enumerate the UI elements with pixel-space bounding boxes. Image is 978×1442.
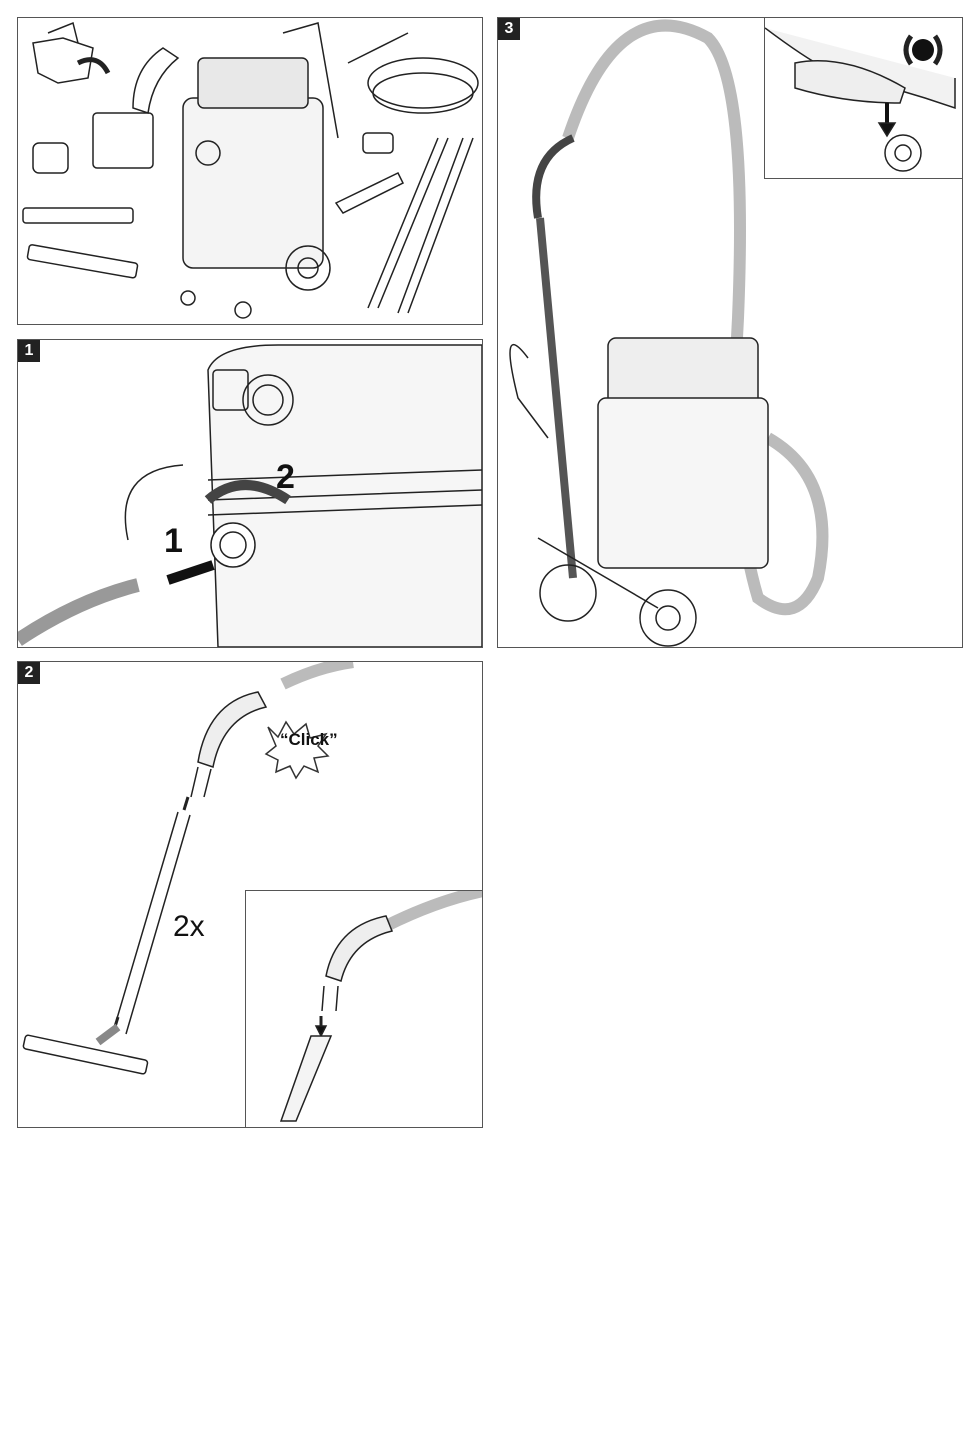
crevice-inset (245, 890, 482, 1127)
suction-tube (536, 217, 577, 579)
step3-panel: 3 (497, 17, 963, 648)
step-badge: 2 (18, 662, 40, 684)
contents-panel (17, 17, 483, 325)
wheel (639, 589, 697, 647)
unpack-box-icon (32, 21, 111, 84)
push-handle (282, 22, 339, 139)
suction-tube (112, 811, 191, 1035)
wheel (285, 245, 331, 291)
suction-hose (367, 57, 479, 109)
vacuum-body (597, 397, 769, 569)
step-badge: 3 (498, 18, 520, 40)
suction-hose (280, 662, 354, 690)
floor-nozzle (22, 1034, 149, 1075)
crevice-tool (334, 172, 405, 214)
crevice-tool (279, 1035, 333, 1122)
step3-illustration (509, 19, 829, 647)
repeat-count-label: 2x (173, 910, 205, 943)
brake-illustration (765, 27, 956, 172)
step1-illustration (18, 344, 482, 647)
wet-nozzle (26, 244, 139, 279)
hose-elbow (197, 691, 268, 768)
step2-panel: 2 “Click” 2x (17, 661, 483, 1128)
vacuum-body (182, 97, 324, 269)
push-handle (509, 344, 549, 439)
crevice-illustration (279, 891, 482, 1122)
brake-inset (764, 18, 962, 179)
push-label: 1 (164, 522, 183, 560)
click-label: “Click” (280, 730, 338, 749)
hose-socket (210, 522, 256, 568)
rotate-arrow (204, 480, 291, 505)
hose-elbow (325, 915, 394, 982)
vacuum-head (197, 57, 309, 109)
intake-port (242, 374, 294, 426)
click-burst-icon (264, 720, 330, 780)
floor-nozzle (22, 207, 134, 224)
suction-tube (367, 137, 449, 309)
foot (794, 60, 906, 104)
contents-illustration (22, 21, 479, 319)
adapter (32, 142, 69, 174)
power-cord (124, 464, 184, 541)
suction-hose (383, 891, 482, 932)
turn-label: 2 (276, 458, 295, 496)
hose-elbow (532, 134, 575, 219)
step2-illustration (22, 662, 354, 1075)
vacuum-body (207, 344, 482, 647)
suction-hose (18, 578, 140, 646)
push-arrow (166, 560, 215, 585)
brake-engaged-icon (903, 34, 943, 66)
hose-elbow (132, 47, 180, 114)
step-badge: 1 (18, 340, 40, 362)
step1-panel: 1 1 2 (17, 339, 483, 648)
filter-bag (92, 112, 154, 169)
